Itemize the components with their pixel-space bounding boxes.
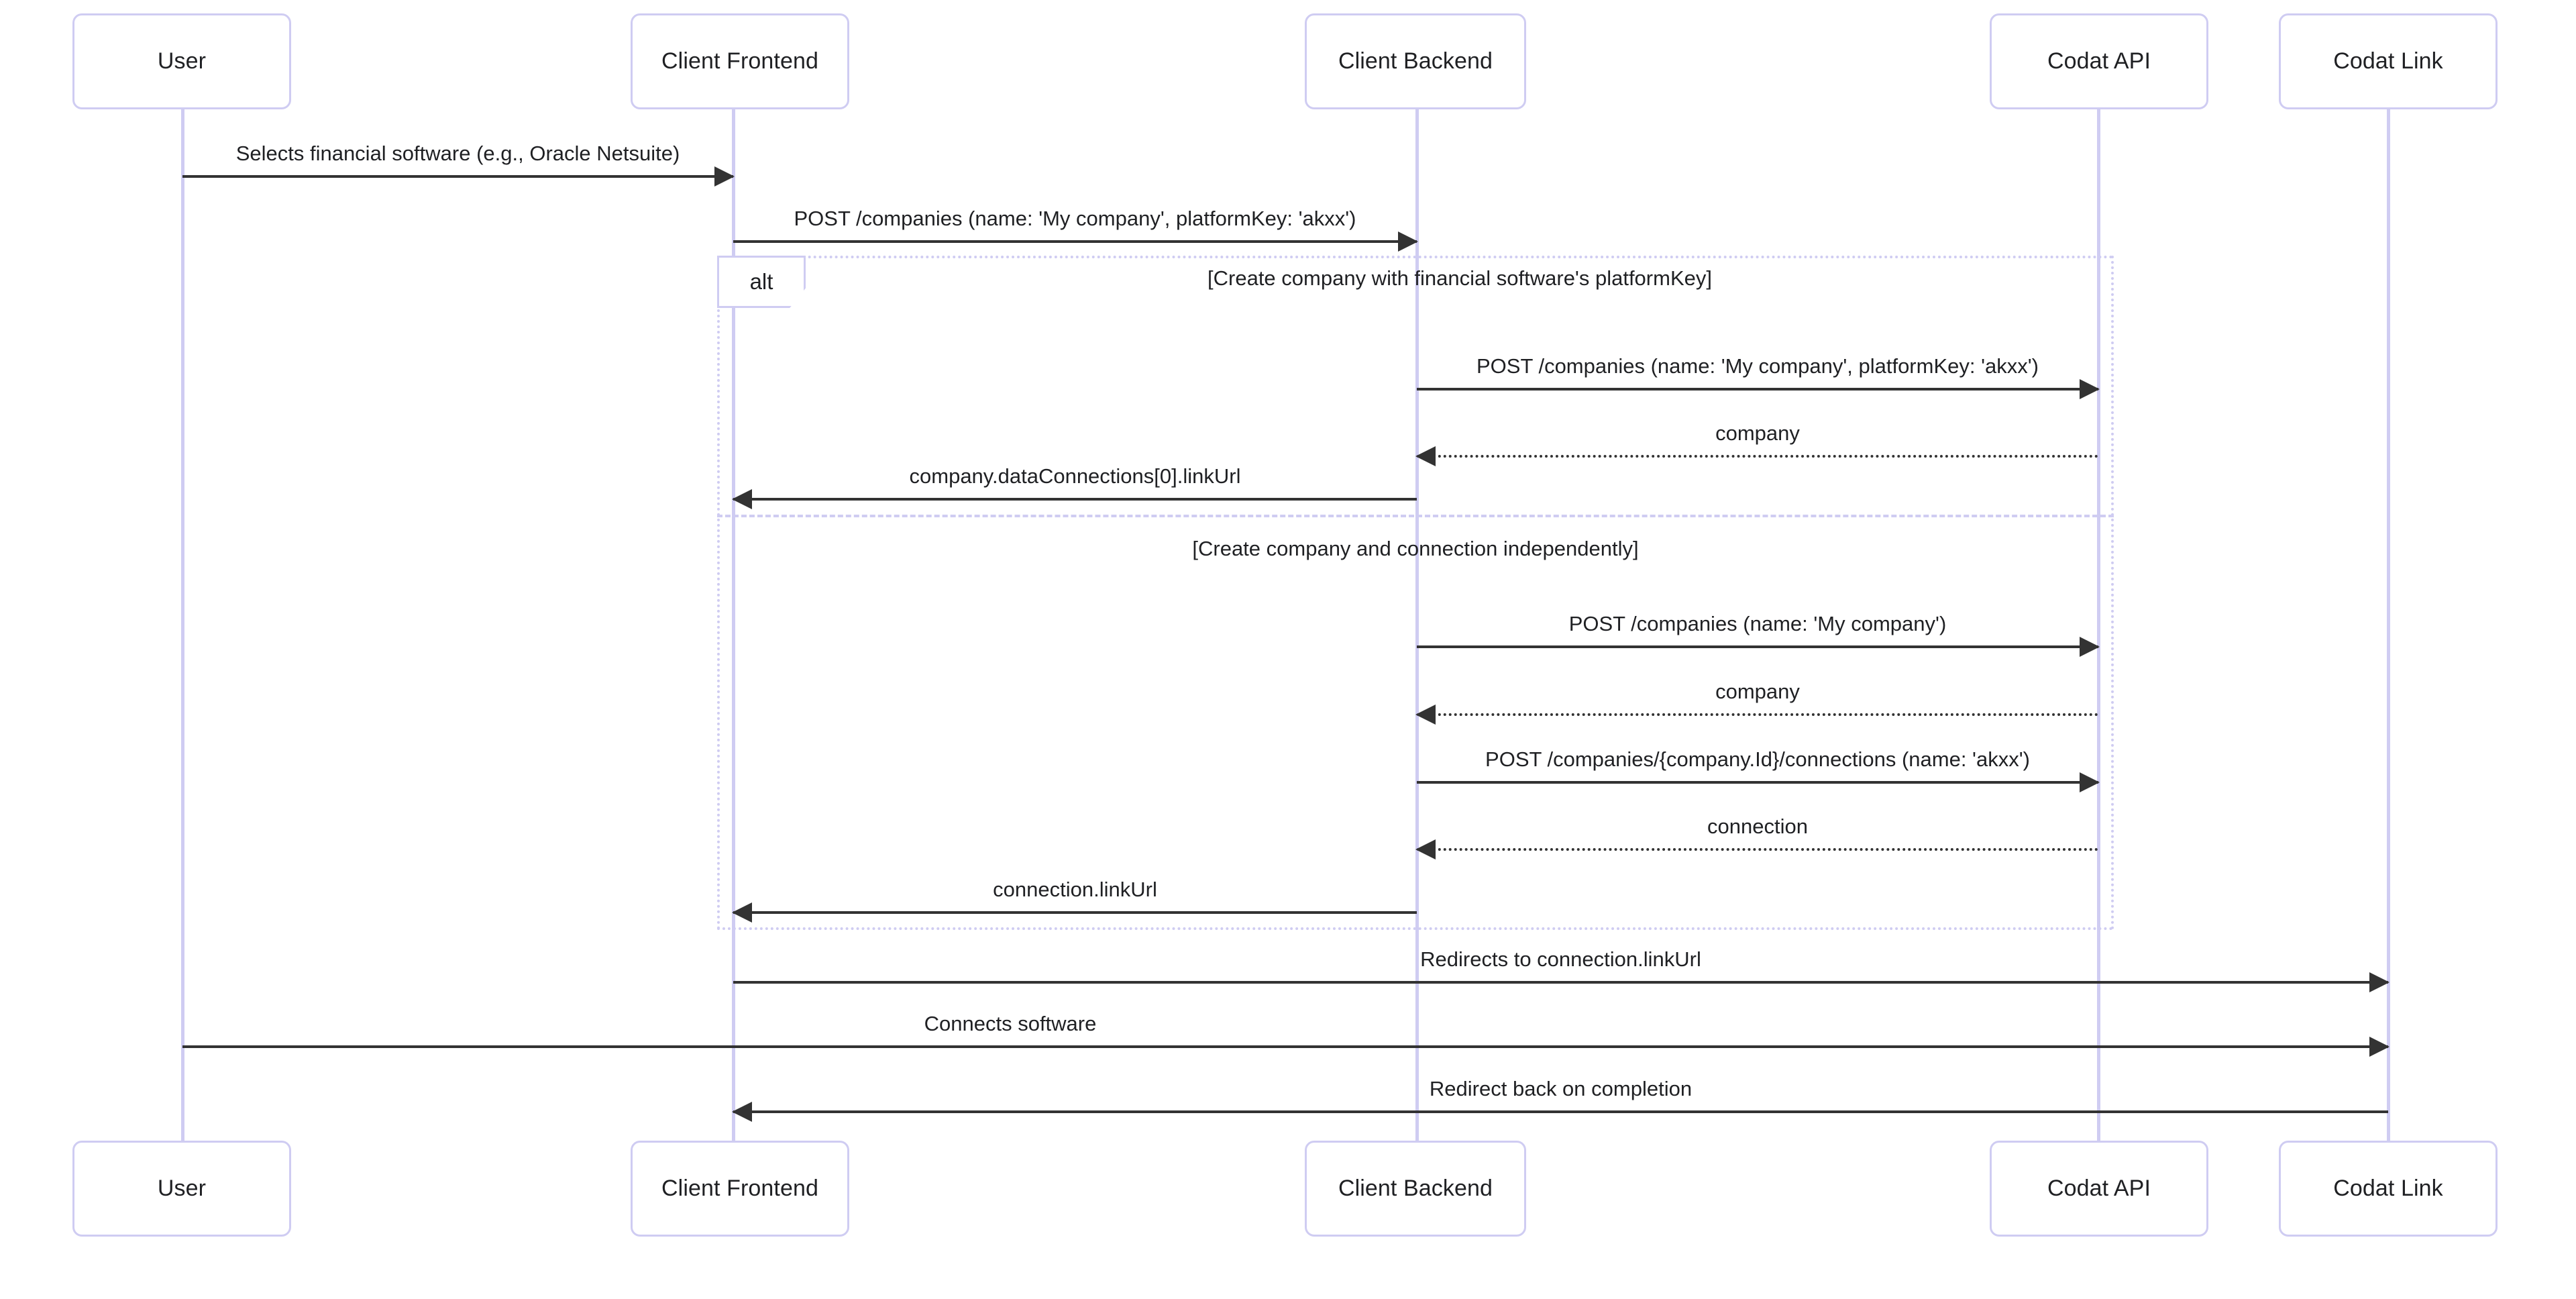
arrowhead-left-icon (732, 1102, 752, 1122)
message-label: POST /companies (name: 'My company', pla… (1477, 354, 2039, 378)
participant-box-client-frontend-bottom[interactable]: Client Frontend (631, 1141, 849, 1237)
message-label: company (1715, 680, 1800, 703)
participant-label-codat-link-bottom: Codat Link (2333, 1176, 2443, 1201)
participant-label-client-frontend-bottom: Client Frontend (661, 1176, 818, 1201)
message-label: connection (1707, 815, 1808, 838)
participant-box-codat-link-bottom[interactable]: Codat Link (2279, 1141, 2498, 1237)
participant-label-client-frontend: Client Frontend (661, 48, 818, 74)
message-label: POST /companies/{company.Id}/connections… (1485, 747, 2030, 771)
arrowhead-right-icon (2080, 379, 2100, 399)
arrowhead-right-icon (714, 166, 735, 187)
arrowhead-right-icon (2369, 972, 2390, 992)
message-label: company (1715, 421, 1800, 445)
arrowhead-right-icon (2369, 1037, 2390, 1057)
message-line (1417, 645, 2098, 648)
lifeline-user (181, 109, 184, 1141)
message-line (733, 240, 1417, 243)
alt-fragment-tag: alt (717, 256, 806, 308)
arrowhead-right-icon (2080, 772, 2100, 792)
message-line (733, 981, 2388, 984)
participant-label-codat-api: Codat API (2047, 48, 2151, 74)
arrowhead-left-icon (1415, 839, 1436, 860)
arrowhead-left-icon (732, 902, 752, 923)
participant-box-client-frontend-top[interactable]: Client Frontend (631, 13, 849, 109)
participant-label-user-bottom: User (157, 1176, 207, 1201)
message-label: connection.linkUrl (993, 878, 1157, 901)
message-line (1417, 388, 2098, 391)
message-label: POST /companies (name: 'My company', pla… (794, 207, 1356, 230)
message-label: Redirect back on completion (1429, 1077, 1693, 1100)
alt-branch-1-condition: [Create company with financial software'… (1208, 266, 1712, 290)
message-label: Redirects to connection.linkUrl (1420, 947, 1701, 971)
message-label: Connects software (924, 1012, 1097, 1035)
participant-box-user-top[interactable]: User (72, 13, 291, 109)
message-line (1417, 455, 2098, 458)
lifeline-client-backend (1415, 109, 1419, 1141)
message-line (182, 1045, 2388, 1048)
message-line (1417, 848, 2098, 851)
participant-box-user-bottom[interactable]: User (72, 1141, 291, 1237)
alt-branch-divider (717, 515, 2114, 517)
alt-branch-2-condition: [Create company and connection independe… (1192, 537, 1639, 560)
arrowhead-left-icon (1415, 446, 1436, 466)
alt-fragment-frame (717, 256, 2114, 930)
alt-tag-label: alt (749, 269, 773, 294)
arrowhead-right-icon (2080, 637, 2100, 657)
participant-label-client-backend: Client Backend (1338, 48, 1493, 74)
participant-label-codat-api-bottom: Codat API (2047, 1176, 2151, 1201)
lifeline-codat-api (2097, 109, 2100, 1141)
message-line (1417, 713, 2098, 716)
participant-box-codat-api-bottom[interactable]: Codat API (1990, 1141, 2208, 1237)
participant-label-client-backend-bottom: Client Backend (1338, 1176, 1493, 1201)
message-label: company.dataConnections[0].linkUrl (909, 464, 1241, 488)
lifeline-client-frontend (732, 109, 735, 1141)
message-line (733, 498, 1417, 501)
message-line (733, 1110, 2388, 1113)
message-line (182, 175, 733, 178)
participant-box-codat-link-top[interactable]: Codat Link (2279, 13, 2498, 109)
participant-box-client-backend-bottom[interactable]: Client Backend (1305, 1141, 1526, 1237)
arrowhead-right-icon (1398, 231, 1418, 252)
participant-box-codat-api-top[interactable]: Codat API (1990, 13, 2208, 109)
lifeline-codat-link (2387, 109, 2390, 1141)
arrowhead-left-icon (1415, 705, 1436, 725)
message-line (733, 911, 1417, 914)
participant-label-user: User (157, 48, 207, 74)
participant-box-client-backend-top[interactable]: Client Backend (1305, 13, 1526, 109)
message-label: Selects financial software (e.g., Oracle… (235, 142, 680, 165)
arrowhead-left-icon (732, 489, 752, 509)
message-label: POST /companies (name: 'My company') (1568, 612, 1947, 635)
message-line (1417, 781, 2098, 784)
participant-label-codat-link: Codat Link (2333, 48, 2443, 74)
